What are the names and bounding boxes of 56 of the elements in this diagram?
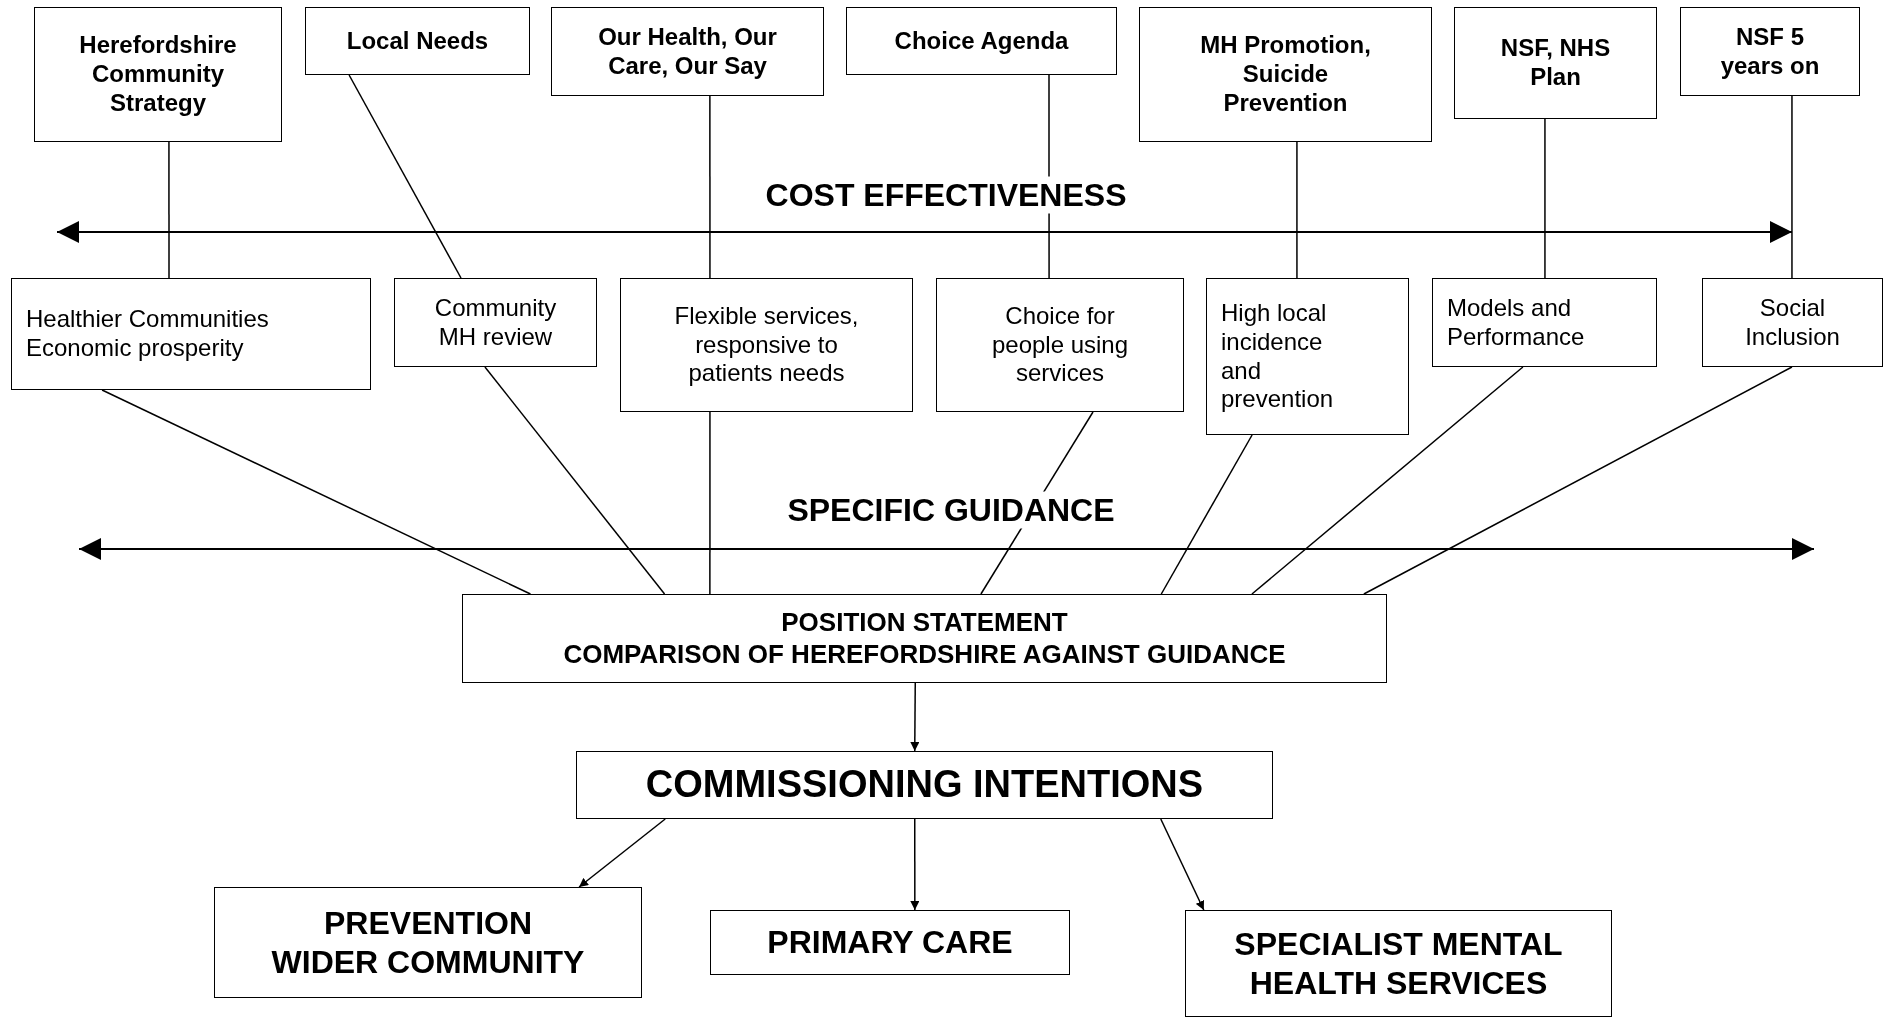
theme-text: Choice for people using services: [990, 301, 1130, 389]
arrow: [1160, 818, 1205, 911]
policy-name: Our Health, Our Care, Our Say: [597, 22, 778, 81]
statement-text: POSITION STATEMENT: [781, 607, 1068, 639]
statement-text: COMPARISON OF HEREFORDSHIRE AGAINST GUIDANCE: [563, 638, 1286, 670]
connector-line: [484, 366, 666, 595]
service-name: PRIMARY CARE: [767, 923, 1013, 962]
theme-box: [394, 278, 597, 367]
policy-name: Choice Agenda: [894, 26, 1069, 56]
policy-box: [34, 7, 282, 142]
policy-name: Local Needs: [346, 26, 489, 56]
theme-box: [1432, 278, 1657, 367]
service-name: PREVENTION: [324, 904, 532, 943]
connector-line: [1363, 366, 1793, 595]
service-name: SPECIALIST MENTAL HEALTH SERVICES: [1233, 925, 1564, 1002]
connector-line: [709, 411, 711, 595]
theme-text: High local incidence and prevention: [1221, 298, 1335, 415]
service-box: [710, 910, 1070, 975]
connector-line: [709, 95, 711, 279]
theme-text: Community MH review: [433, 293, 558, 352]
service-name: WIDER COMMUNITY: [271, 942, 585, 981]
policy-name: MH Promotion, Suicide Prevention: [1199, 31, 1372, 118]
policy-name: NSF 5 years on: [1719, 22, 1821, 81]
connector-line: [1160, 434, 1253, 595]
connector-line: [1251, 366, 1524, 595]
connector-line: [168, 141, 170, 279]
theme-text: Flexible services, responsive to patients needs: [673, 301, 860, 389]
theme-box: [11, 278, 371, 390]
arrow: [910, 818, 920, 911]
policy-name: NSF, NHS Plan: [1499, 34, 1612, 92]
policy-box: [305, 7, 530, 75]
statement-box: [462, 594, 1387, 683]
connector-line: [101, 389, 532, 595]
policy-box: [1139, 7, 1432, 142]
commissioning-box: [576, 751, 1273, 819]
service-box: [214, 887, 642, 998]
theme-text: Models and Performance: [1447, 293, 1586, 352]
service-box: [1185, 910, 1612, 1017]
arrow: [578, 818, 666, 888]
policy-box: [846, 7, 1117, 75]
theme-box: [936, 278, 1184, 412]
theme-box: [1702, 278, 1883, 367]
arrow: [910, 682, 920, 752]
policy-box: [1680, 7, 1860, 96]
policy-name: Herefordshire Community Strategy: [78, 31, 238, 118]
connector-line: [348, 74, 462, 279]
theme-text: Healthier Communities Economic prosperity: [26, 305, 270, 363]
theme-text: Social Inclusion: [1744, 293, 1841, 352]
theme-box: [620, 278, 913, 412]
commissioning-text: COMMISSIONING INTENTIONS: [645, 762, 1204, 808]
connector-line: [1791, 95, 1793, 279]
connector-line: [1296, 141, 1298, 279]
connector-line: [1544, 118, 1546, 279]
policy-box: [551, 7, 824, 96]
policy-box: [1454, 7, 1657, 119]
theme-box: [1206, 278, 1409, 435]
